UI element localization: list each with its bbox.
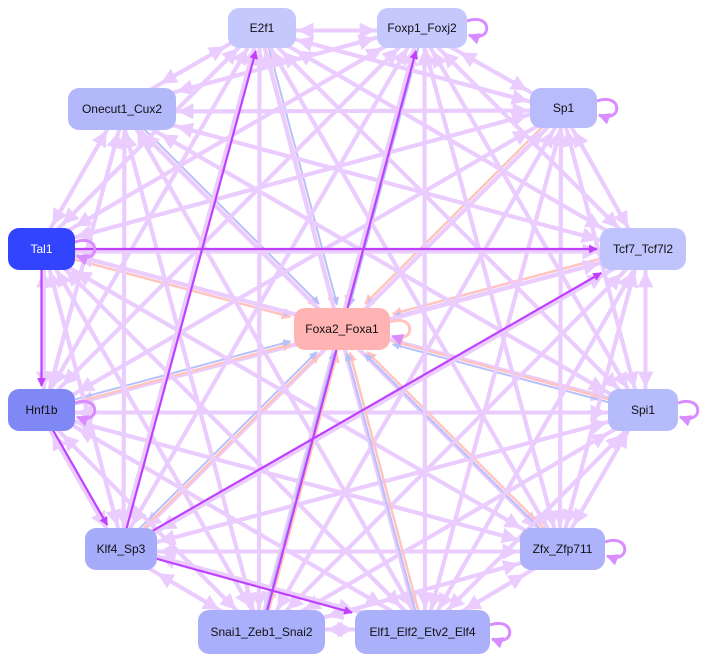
edge-E2f1-to-Foxa2_Foxa1 — [262, 27, 340, 306]
node-hnf1b[interactable]: Hnf1b — [8, 389, 75, 431]
edge-Klf4_Sp3-to-Tal1 — [46, 270, 126, 549]
edge-Snai1_Zeb1_Snai2-to-Tal1 — [55, 270, 266, 632]
edge-Zfx_Zfp711-to-Foxp1_Foxj2 — [421, 50, 563, 551]
edge-Hnf1b-to-E2f1 — [37, 48, 249, 410]
edge-Tcf7_Tcf7l2-to-Onecut1_Cux2 — [176, 122, 643, 254]
edge-Snai1_Zeb1_Snai2-to-Tcf7_Tcf7l2 — [261, 273, 623, 636]
edge-Zfx_Zfp711-to-Foxa2_Foxa1 — [364, 353, 563, 551]
edge-Spi1-to-E2f1 — [281, 51, 643, 414]
self-loop-Elf1_Elf2_Etv2_Elf4 — [489, 621, 512, 649]
self-loop-Spi1 — [677, 399, 700, 427]
edge-Elf1_Elf2_Etv2_Elf4-to-Tal1 — [65, 269, 426, 632]
edge-Zfx_Zfp711-to-E2f1 — [271, 50, 563, 552]
node-label: Foxa2_Foxa1 — [305, 322, 379, 336]
node-foxp1_foxj2[interactable]: Foxp1_Foxj2 — [377, 8, 467, 48]
node-label: Onecut1_Cux2 — [81, 102, 163, 116]
edge-Tal1-to-Sp1 — [40, 111, 528, 249]
node-label: Hnf1b — [25, 403, 58, 417]
node-foxa2_foxa1[interactable]: Foxa2_Foxa1 — [294, 308, 390, 350]
edge-Snai1_Zeb1_Snai2-to-Onecut1_Cux2 — [121, 132, 262, 634]
self-loop-Sp1 — [596, 97, 619, 125]
node-onecut1_cux2[interactable]: Onecut1_Cux2 — [68, 88, 176, 130]
node-label: Tal1 — [30, 242, 53, 256]
node-label: Klf4_Sp3 — [96, 542, 146, 556]
node-label: Foxp1_Foxj2 — [387, 21, 457, 35]
node-tcf7_tcf7l2[interactable]: Tcf7_Tcf7l2 — [600, 228, 686, 270]
self-loop-Zfx_Zfp711 — [604, 538, 627, 566]
edge-Snai1_Zeb1_Snai2-to-Foxa2_Foxa1 — [259, 351, 337, 632]
node-spi1[interactable]: Spi1 — [608, 389, 678, 431]
edge-Tal1-to-E2f1 — [38, 47, 239, 249]
node-snai1_zeb1_snai2[interactable]: Snai1_Zeb1_Snai2 — [198, 610, 325, 654]
node-label: E2f1 — [249, 21, 275, 35]
edge-Onecut1_Cux2-to-Sp1 — [122, 102, 529, 119]
edge-Snai1_Zeb1_Snai2-to-Foxa2_Foxa1 — [261, 352, 340, 633]
edge-Klf4_Sp3-to-Spi1 — [121, 418, 608, 554]
node-tal1[interactable]: Tal1 — [8, 228, 75, 270]
node-e2f1[interactable]: E2f1 — [228, 8, 296, 48]
edge-Klf4_Sp3-to-E2f1 — [119, 50, 258, 550]
node-elf1_elf2_etv2_elf4[interactable]: Elf1_Elf2_Etv2_Elf4 — [355, 610, 490, 654]
edge-Spi1-to-Sp1 — [563, 130, 643, 412]
edge-Spi1-to-Foxp1_Foxj2 — [431, 50, 643, 413]
node-klf4_sp3[interactable]: Klf4_Sp3 — [85, 528, 157, 570]
node-sp1[interactable]: Sp1 — [530, 88, 597, 128]
self-loop-Tal1 — [74, 238, 97, 266]
edge-Zfx_Zfp711-to-Tcf7_Tcf7l2 — [558, 270, 639, 549]
node-label: Spi1 — [630, 403, 656, 417]
edge-Snai1_Zeb1_Snai2-to-Sp1 — [261, 130, 555, 635]
edge-Elf1_Elf2_Etv2_Elf4-to-Tcf7_Tcf7l2 — [422, 272, 634, 635]
node-zfx_zfp711[interactable]: Zfx_Zfp711 — [520, 528, 605, 570]
self-loop-Foxp1_Foxj2 — [466, 17, 489, 45]
edge-Zfx_Zfp711-to-Foxa2_Foxa1 — [366, 351, 565, 549]
node-label: Zfx_Zfp711 — [532, 542, 593, 556]
edge-Foxp1_Foxj2-to-Foxa2_Foxa1 — [347, 28, 425, 307]
edge-Snai1_Zeb1_Snai2-to-Hnf1b — [62, 434, 262, 636]
node-label: Tcf7_Tcf7l2 — [612, 242, 674, 256]
edge-Elf1_Elf2_Etv2_Elf4-to-Foxa2_Foxa1 — [347, 351, 426, 632]
node-label: Elf1_Elf2_Etv2_Elf4 — [369, 625, 476, 639]
edge-Elf1_Elf2_Etv2_Elf4-to-Sp1 — [422, 130, 564, 634]
edge-Elf1_Elf2_Etv2_Elf4-to-Hnf1b — [77, 427, 425, 632]
edge-Tcf7_Tcf7l2-to-E2f1 — [296, 49, 643, 253]
node-label: Snai1_Zeb1_Snai2 — [210, 625, 313, 639]
node-label: Sp1 — [552, 101, 575, 115]
edge-Elf1_Elf2_Etv2_Elf4-to-Foxa2_Foxa1 — [344, 352, 423, 633]
edge-Elf1_Elf2_Etv2_Elf4-to-Onecut1_Cux2 — [136, 130, 427, 632]
edge-Zfx_Zfp711-to-Sp1 — [552, 129, 569, 549]
edge-Klf4_Sp3-to-Onecut1_Cux2 — [116, 131, 133, 550]
self-loop-Hnf1b — [74, 399, 97, 427]
edge-Klf4_Sp3-to-Tcf7_Tcf7l2 — [120, 272, 603, 550]
edge-Klf4_Sp3-to-Elf1_Elf2_Etv2_Elf4 — [120, 547, 353, 615]
self-loop-Foxa2_Foxa1 — [389, 318, 412, 346]
